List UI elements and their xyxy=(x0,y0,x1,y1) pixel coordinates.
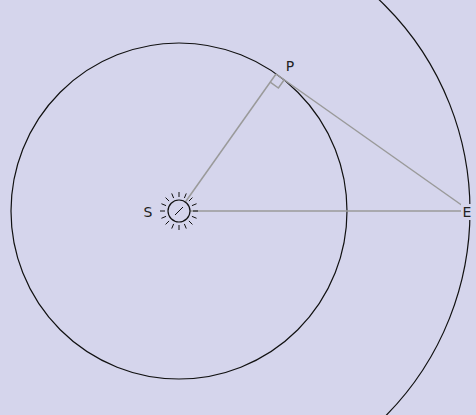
sun-ray xyxy=(184,224,186,229)
sun-ray xyxy=(192,204,197,206)
point-label: S xyxy=(142,204,155,220)
sun-ray xyxy=(189,198,193,202)
sun-ray xyxy=(192,216,197,218)
sun-ray xyxy=(166,221,170,225)
tangent-line xyxy=(276,74,470,211)
sun-ray xyxy=(172,224,174,229)
sun-ray xyxy=(184,193,186,198)
sun-earth-line xyxy=(179,210,470,212)
right-angle-mark xyxy=(270,80,284,88)
sun-ray xyxy=(179,192,180,197)
sun-ray xyxy=(189,221,193,225)
sun-ray xyxy=(193,211,198,212)
sun-ray xyxy=(161,204,166,206)
sun-ray xyxy=(161,216,166,218)
sun-ray xyxy=(166,198,170,202)
sun-planet-line xyxy=(179,74,276,211)
sun-symbol xyxy=(160,192,198,230)
sun-ray xyxy=(179,225,180,230)
sun-ray xyxy=(172,193,174,198)
sun-ray xyxy=(160,211,165,212)
point-label: P xyxy=(284,58,296,74)
point-label: E xyxy=(461,204,474,220)
